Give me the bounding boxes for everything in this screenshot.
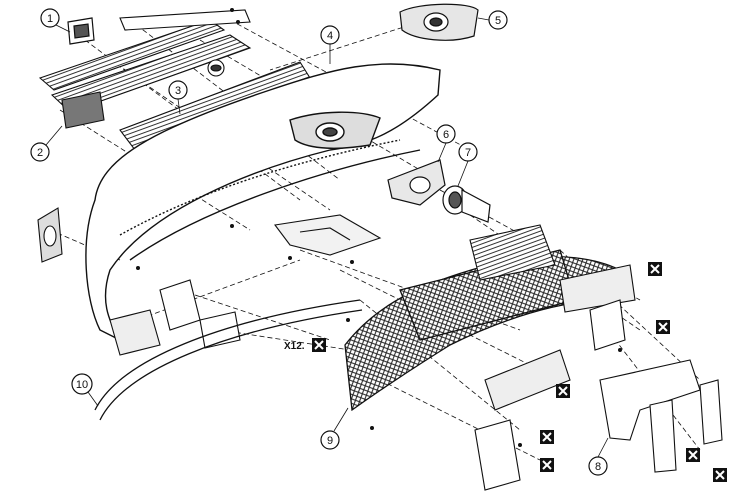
x-box-icon [312,338,326,352]
part-7-fog-lamp [442,185,491,223]
fastener-quantity-label: X12. [284,341,305,352]
screw-icons [136,8,622,447]
callout-2: 2 [30,125,63,162]
left-fog-bezel [37,207,63,263]
lower-side-panel [474,349,571,491]
x-box-icon [540,430,554,444]
callout-2-label: 2 [37,147,43,159]
callout-7: 7 [457,142,478,187]
callout-4-label: 4 [327,30,333,42]
impact-absorber [469,224,636,351]
callout-1-label: 1 [47,13,53,25]
callout-1: 1 [40,8,71,33]
x-box-icon [540,458,554,472]
callout-6: 6 [436,124,456,163]
x-box-icon [686,448,700,462]
callout-6-label: 6 [443,129,449,141]
x-box-icon [713,468,727,482]
callout-8: 8 [588,437,609,476]
part-8-side-brackets [599,359,723,473]
left-lower-brackets [109,279,241,356]
callout-3: 3 [168,80,188,115]
x-box-icon [556,384,570,398]
under-splash-tray [274,214,382,256]
part-5-fog-trim [399,3,479,41]
callout-10-label: 10 [76,379,88,391]
callout-7-label: 7 [465,147,471,159]
part-10-lower-strip [94,299,363,421]
callout-3-label: 3 [175,85,181,97]
part-1-bracket [67,17,95,45]
callout-9: 9 [320,407,349,450]
part-2-upper-grille [38,9,252,129]
callout-8-label: 8 [595,461,601,473]
callout-9-label: 9 [327,435,333,447]
callout-4: 4 [320,25,340,64]
callout-5-label: 5 [495,15,501,27]
callout-5: 5 [477,10,508,30]
part-4-bumper-cover [85,63,441,342]
callout-10: 10 [71,373,99,407]
x-box-icon [656,320,670,334]
x-box-icon [648,262,662,276]
x-box-icons [312,262,727,482]
part-6-lamp-bezel [387,159,446,206]
